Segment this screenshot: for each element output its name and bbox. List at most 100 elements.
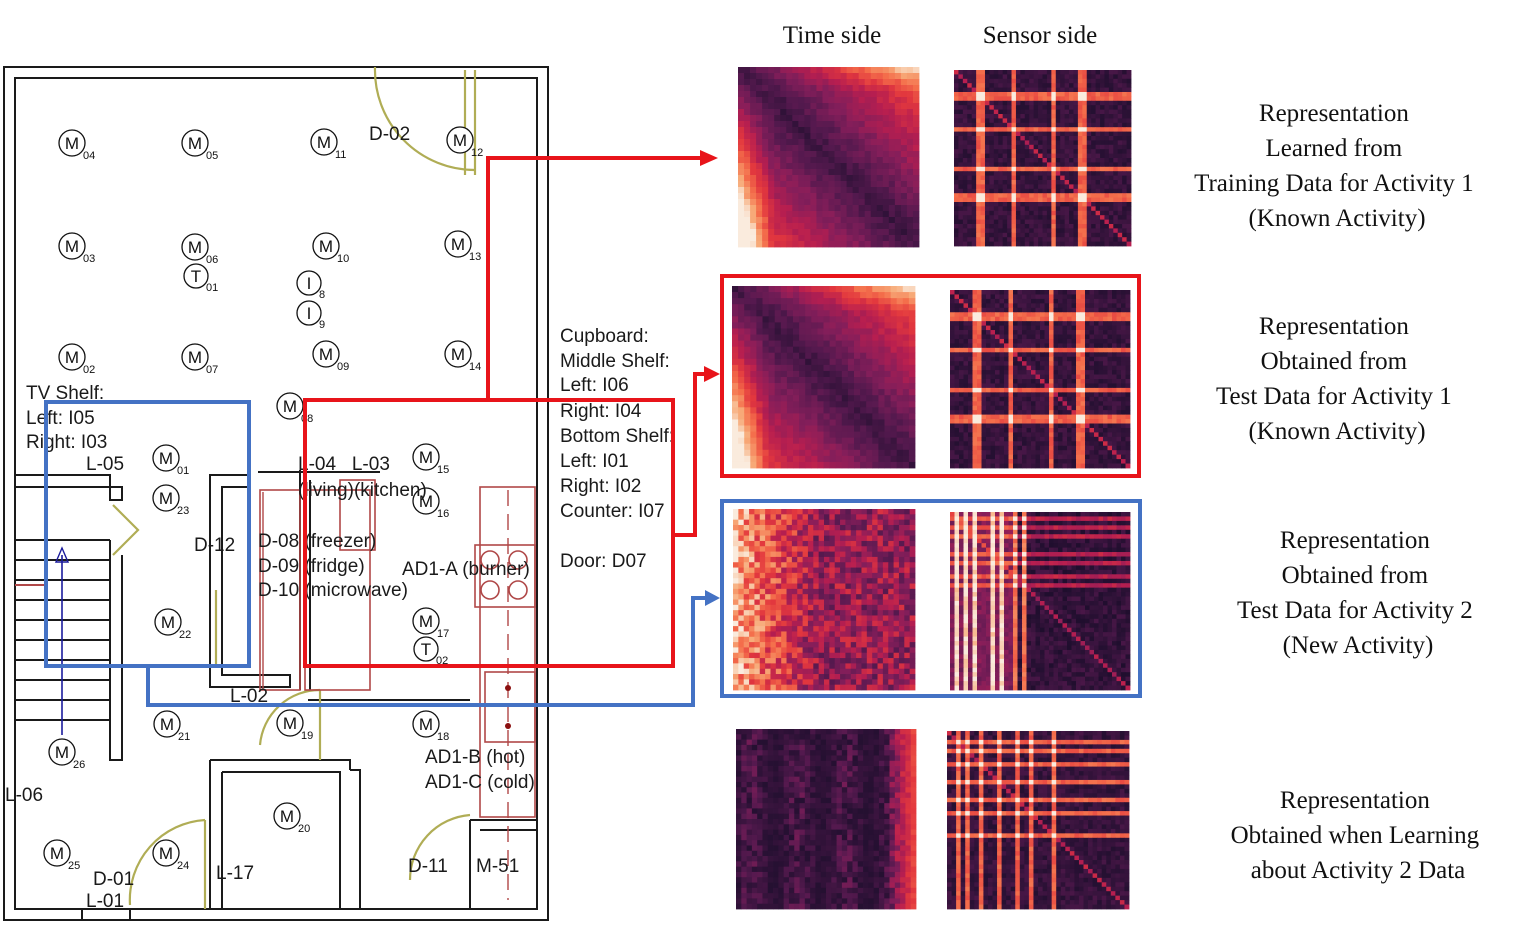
svg-text:18: 18 xyxy=(437,731,449,743)
svg-text:M: M xyxy=(317,133,331,152)
label-d01: D-01 xyxy=(93,869,134,890)
label-d02: D-02 xyxy=(369,124,410,145)
svg-text:M: M xyxy=(188,348,202,367)
motion-sensor-07: M 07 xyxy=(181,343,218,376)
svg-text:06: 06 xyxy=(206,254,218,266)
label-l01: L-01 xyxy=(86,891,124,912)
svg-text:04: 04 xyxy=(83,150,95,162)
header-time-side: Time side xyxy=(783,22,881,49)
svg-text:M: M xyxy=(65,134,79,153)
motion-sensor-18: M 18 xyxy=(412,710,449,743)
label-ad1bc: AD1-B (hot) AD1-C (cold) xyxy=(425,747,535,793)
svg-text:M: M xyxy=(188,134,202,153)
svg-text:10: 10 xyxy=(337,253,349,265)
kitchen-fixtures xyxy=(259,479,536,900)
svg-text:M: M xyxy=(419,715,433,734)
svg-text:M: M xyxy=(65,348,79,367)
svg-text:23: 23 xyxy=(177,505,189,517)
motion-sensor-10: M 10 xyxy=(312,232,349,265)
label-d12: D-12 xyxy=(194,535,235,556)
motion-sensor-02: M 02 xyxy=(58,343,95,376)
svg-text:M: M xyxy=(188,238,202,257)
item-sensor-8: I8 xyxy=(296,270,325,301)
svg-text:02: 02 xyxy=(83,364,95,376)
svg-text:M: M xyxy=(451,345,465,364)
svg-text:M: M xyxy=(419,448,433,467)
svg-text:M: M xyxy=(319,237,333,256)
svg-text:19: 19 xyxy=(301,730,313,742)
description-row-4: Representation Obtained when Learning ab… xyxy=(1231,787,1486,884)
label-cupboard: Cupboard: Middle Shelf: Left: I06 Right:… xyxy=(560,326,679,572)
svg-text:M: M xyxy=(419,612,433,631)
label-l04-l03: L-04 L-03 xyxy=(298,454,390,475)
heatmap-sensor-row4 xyxy=(947,731,1130,910)
svg-text:01: 01 xyxy=(177,465,189,477)
svg-text:21: 21 xyxy=(178,731,190,743)
svg-text:M: M xyxy=(159,844,173,863)
motion-sensor-20: M20 xyxy=(273,802,310,835)
heatmap-time-row2 xyxy=(732,286,916,469)
heatmap-layer xyxy=(732,67,1132,910)
motion-sensor-13: M 13 xyxy=(444,230,481,263)
svg-text:M: M xyxy=(283,714,297,733)
motion-sensor-19: M 19 xyxy=(276,709,313,742)
heatmap-sensor-row2 xyxy=(950,290,1131,469)
motion-sensor-11: M11 xyxy=(310,128,346,161)
svg-text:05: 05 xyxy=(206,150,218,162)
svg-text:12: 12 xyxy=(471,147,483,159)
svg-text:I: I xyxy=(307,274,312,293)
motion-sensor-24: M 24 xyxy=(152,839,189,872)
motion-sensor-23: M 23 xyxy=(152,484,189,517)
svg-text:M: M xyxy=(65,237,79,256)
svg-text:M: M xyxy=(159,489,173,508)
svg-text:24: 24 xyxy=(177,860,189,872)
svg-text:07: 07 xyxy=(206,364,218,376)
motion-sensor-14: M 14 xyxy=(444,340,481,373)
sensor-layer: M04M05M11M12M03M06M10M13M02M07M09M14M08M… xyxy=(43,126,483,872)
arrow-head-red-1 xyxy=(700,150,718,166)
motion-sensor-16: M16 xyxy=(412,487,449,520)
motion-sensor-04: M 04 xyxy=(58,129,95,162)
svg-text:M: M xyxy=(283,397,297,416)
temperature-sensor-02: T02 xyxy=(413,636,448,667)
motion-sensor-17: M 17 xyxy=(412,607,449,640)
arrow-head-blue xyxy=(705,590,720,606)
heatmap-sensor-row3 xyxy=(950,512,1131,691)
label-appliances: D-08 (freezer) D-09 (fridge) D-10 (micro… xyxy=(258,531,408,601)
svg-text:14: 14 xyxy=(469,361,481,373)
label-l06: L-06 xyxy=(5,785,43,806)
svg-text:9: 9 xyxy=(319,319,325,331)
motion-sensor-25: M25 xyxy=(43,839,80,872)
motion-sensor-12: M 12 xyxy=(446,126,483,159)
motion-sensor-15: M15 xyxy=(412,443,449,476)
label-living-kitchen: (living)(kitchen) xyxy=(298,480,427,501)
label-l05: L-05 xyxy=(86,454,124,475)
highlight-blue-region xyxy=(44,400,720,707)
svg-text:09: 09 xyxy=(337,361,349,373)
heatmap-time-row1 xyxy=(738,67,920,248)
label-d11: D-11 xyxy=(408,856,448,877)
svg-text:M: M xyxy=(161,613,175,632)
label-tv-shelf: TV Shelf: Left: I05 Right: I03 xyxy=(26,383,109,453)
motion-sensor-01: M 01 xyxy=(152,444,189,477)
svg-text:17: 17 xyxy=(437,628,449,640)
svg-text:03: 03 xyxy=(83,253,95,265)
svg-text:M: M xyxy=(55,743,69,762)
motion-sensor-05: M 05 xyxy=(181,129,218,162)
svg-text:22: 22 xyxy=(179,629,191,641)
motion-sensor-06: M 06 xyxy=(181,233,218,266)
svg-text:M: M xyxy=(159,449,173,468)
stairs-arrow xyxy=(54,546,70,735)
svg-text:M: M xyxy=(160,715,174,734)
svg-text:T: T xyxy=(421,640,431,659)
svg-text:M: M xyxy=(451,235,465,254)
arrow-head-red-2 xyxy=(704,366,720,382)
svg-text:13: 13 xyxy=(469,251,481,263)
label-l17: L-17 xyxy=(216,863,254,884)
svg-text:M: M xyxy=(280,807,294,826)
svg-text:M: M xyxy=(453,131,467,150)
description-row-3: Representation Obtained from Test Data f… xyxy=(1237,527,1479,659)
motion-sensor-26: M26 xyxy=(48,738,85,771)
label-l02: L-02 xyxy=(230,686,268,707)
